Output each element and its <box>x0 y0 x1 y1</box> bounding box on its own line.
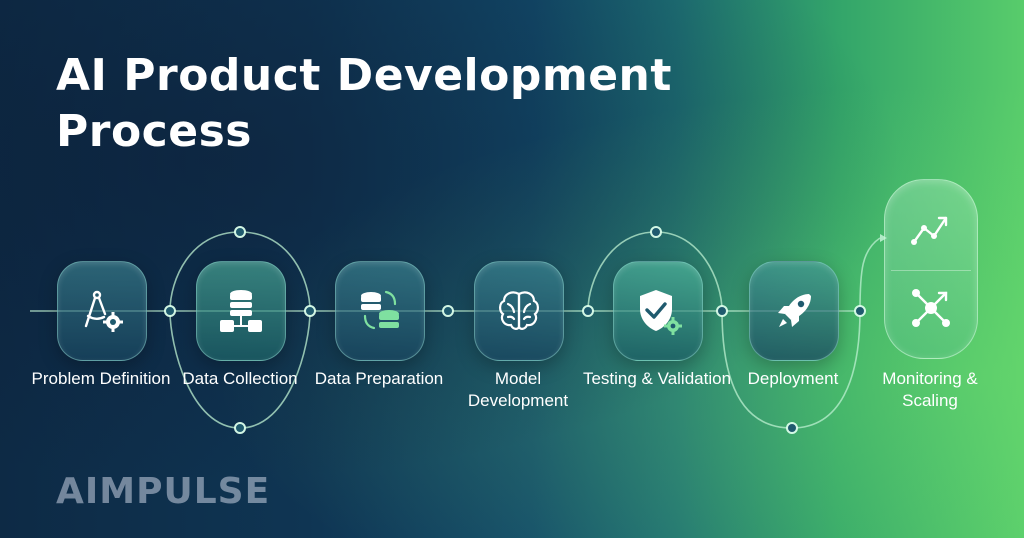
step-label-data-collection: Data Collection <box>182 369 298 388</box>
step-testing-validation <box>613 261 703 361</box>
node-dot <box>304 305 316 317</box>
database-icon <box>220 290 262 332</box>
shield-check-icon <box>640 290 682 335</box>
network-scale-icon <box>912 289 950 327</box>
compass-gear-icon <box>84 290 123 332</box>
step-label-deployment: Deployment <box>747 369 839 388</box>
brand-logo: AIMPULSE <box>56 471 271 512</box>
trend-chart-icon <box>911 216 948 245</box>
database-refresh-icon <box>361 290 399 330</box>
node-dot <box>442 305 454 317</box>
node-dot <box>164 305 176 317</box>
branch-to-monitoring <box>859 237 881 312</box>
step-label-monitoring-scaling: Monitoring & Scaling <box>882 369 978 410</box>
node-dot <box>234 422 246 434</box>
node-dot <box>234 226 246 238</box>
node-dot <box>786 422 798 434</box>
monitoring-top-panel <box>891 194 971 268</box>
brain-icon <box>499 291 539 330</box>
node-dot <box>716 305 728 317</box>
step-deployment <box>749 261 839 361</box>
monitoring-bottom-panel <box>891 270 971 345</box>
step-monitoring-scaling <box>884 179 978 359</box>
rocket-icon <box>778 294 811 327</box>
step-label-data-preparation: Data Preparation <box>314 369 444 388</box>
node-dot <box>650 226 662 238</box>
step-model-development <box>474 261 564 361</box>
step-problem-definition <box>57 261 147 361</box>
title-line-1: AI Product Development <box>56 50 672 101</box>
step-label-testing-validation: Testing & Validation <box>582 369 732 388</box>
node-dot <box>854 305 866 317</box>
title-line-2: Process <box>56 106 252 157</box>
step-label-problem-definition: Problem Definition <box>31 369 171 388</box>
branch-arrowhead <box>880 234 887 242</box>
page-title: AI Product Development Process <box>56 48 672 160</box>
node-dot <box>582 305 594 317</box>
step-data-preparation <box>335 261 425 361</box>
step-data-collection <box>196 261 286 361</box>
step-label-model-development: Model Development <box>467 369 569 410</box>
